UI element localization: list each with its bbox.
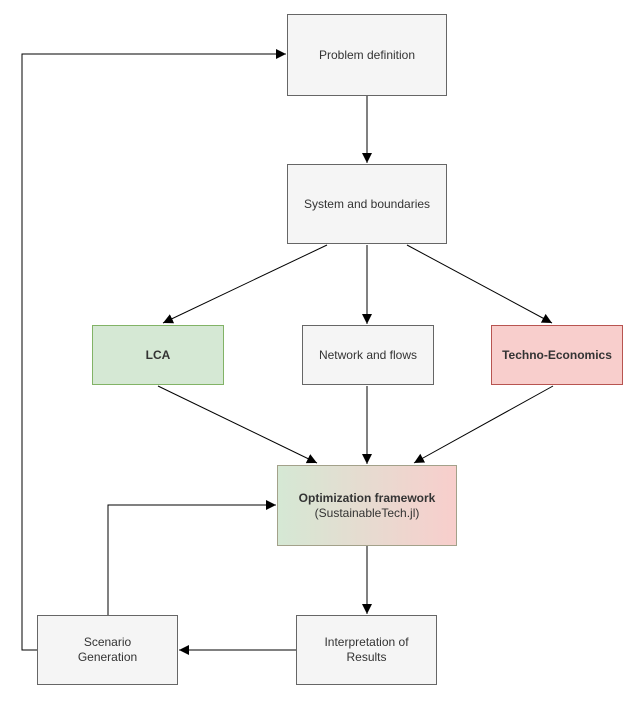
node-problem-definition: Problem definition: [287, 14, 447, 96]
node-system-and-boundaries: System and boundaries: [287, 164, 447, 244]
arrow-system-to-techno: [406, 244, 553, 324]
node-interpretation-of-results-label-line1: Interpretation of: [324, 635, 409, 649]
node-techno-economics: Techno-Economics: [491, 325, 623, 385]
arrow-techno-to-optimization: [413, 385, 554, 464]
arrow-system-to-lca: [162, 244, 328, 324]
node-interpretation-of-results-label-line2: Results: [346, 650, 387, 664]
node-scenario-generation-label-line1: Scenario: [83, 635, 132, 649]
arrow-lca-to-optimization: [157, 385, 318, 464]
node-scenario-generation: Scenario Generation: [37, 615, 178, 685]
node-interpretation-of-results: Interpretation of Results: [296, 615, 437, 685]
node-lca-label: LCA: [145, 347, 171, 362]
node-optimization-framework-label: Optimization framework: [298, 490, 436, 505]
node-system-and-boundaries-label: System and boundaries: [303, 196, 431, 211]
node-techno-economics-label: Techno-Economics: [502, 347, 612, 362]
node-network-and-flows-label: Network and flows: [318, 347, 418, 362]
node-network-and-flows: Network and flows: [302, 325, 434, 385]
node-optimization-framework-sublabel: (SustainableTech.jl): [314, 505, 420, 520]
node-optimization-framework: Optimization framework (SustainableTech.…: [277, 465, 457, 546]
node-lca: LCA: [92, 325, 224, 385]
node-scenario-generation-label-line2: Generation: [77, 650, 138, 664]
node-problem-definition-label: Problem definition: [318, 47, 416, 62]
arrow-scenario-to-optimization: [107, 500, 276, 615]
